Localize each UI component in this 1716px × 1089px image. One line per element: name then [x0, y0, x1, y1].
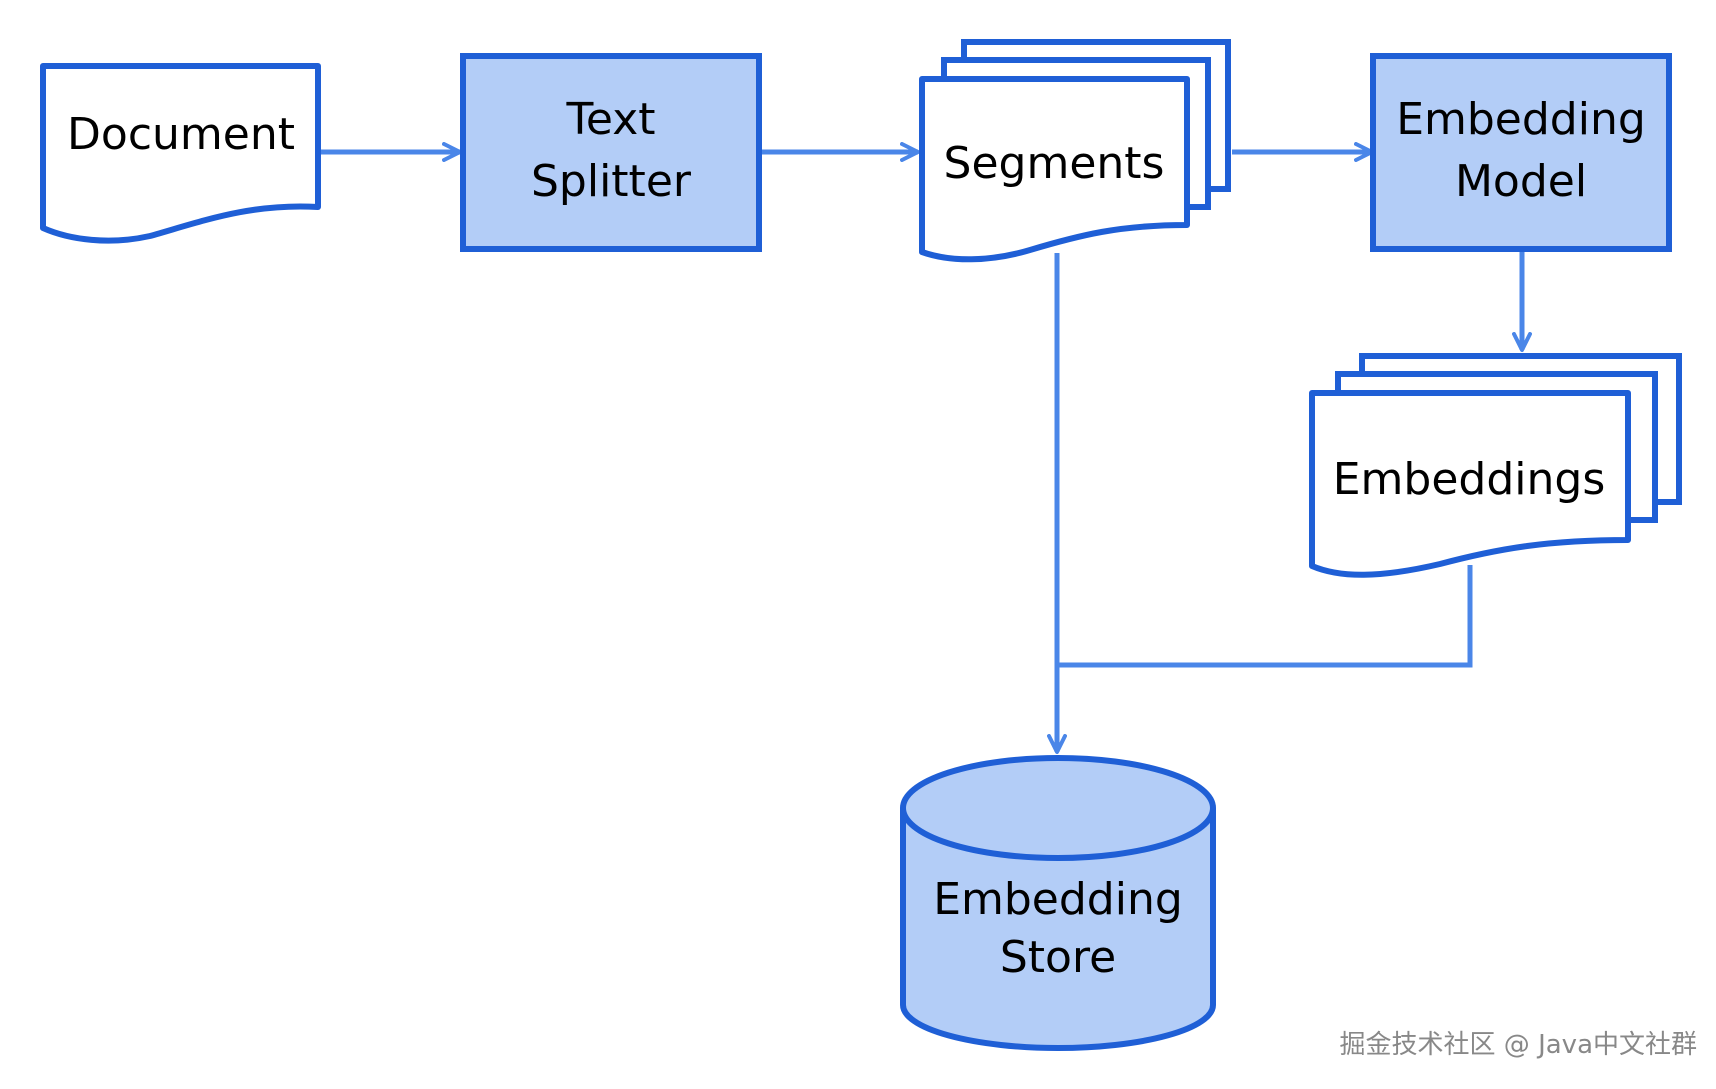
text-splitter-node: Text Splitter [460, 53, 762, 252]
embedding-store-label-line1: Embedding [933, 874, 1183, 925]
embedding-store-label-line2: Store [1000, 932, 1116, 983]
embeddings-label: Embeddings [1333, 454, 1606, 505]
embedding-model-label-line2: Model [1455, 156, 1587, 207]
embedding-model-node: Embedding Model [1370, 53, 1672, 252]
segments-label: Segments [944, 138, 1165, 189]
document-label: Document [67, 109, 295, 160]
text-splitter-box [460, 53, 762, 252]
document-node: Document [40, 63, 321, 244]
embeddings-node: Embeddings [1309, 353, 1682, 578]
embedding-store-node: Embedding Store [900, 755, 1216, 1051]
text-splitter-label-line1: Text [566, 94, 656, 145]
segments-node: Segments [919, 39, 1231, 263]
watermark: 掘金技术社区 @ Java中文社群 [1340, 1030, 1697, 1060]
embedding-store-top [900, 755, 1216, 861]
embedding-model-box [1370, 53, 1672, 252]
connector-embeddings-to-store [1057, 565, 1473, 668]
document-shape [40, 63, 321, 244]
text-splitter-label-line2: Splitter [531, 156, 692, 207]
embedding-store-body [900, 808, 1216, 1051]
embeddings-front-sheet [1309, 390, 1631, 578]
segments-front-sheet [919, 76, 1190, 263]
embedding-model-label-line1: Embedding [1396, 94, 1646, 145]
